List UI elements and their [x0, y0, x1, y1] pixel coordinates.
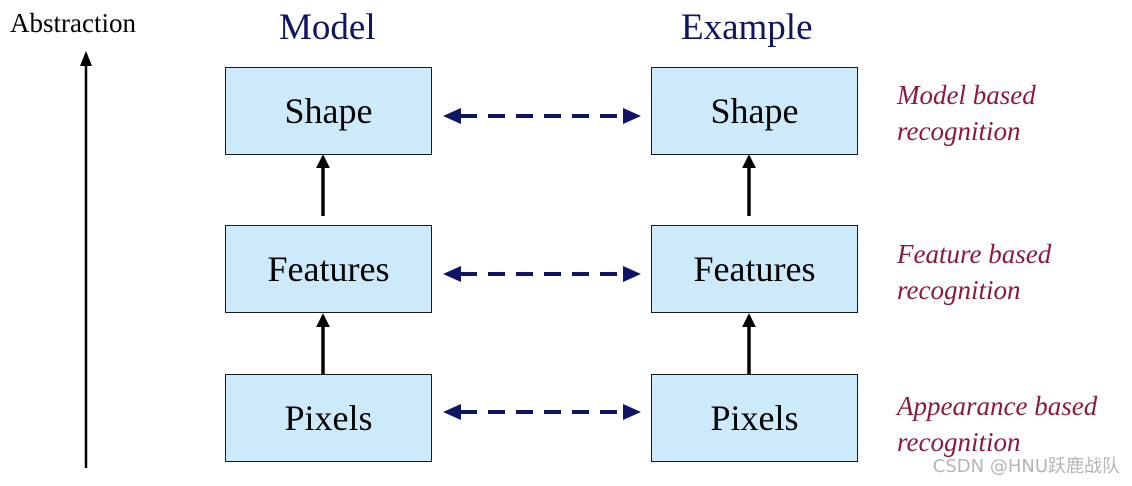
model-based-line2: recognition: [897, 116, 1021, 146]
example-pixels-box: Pixels: [651, 374, 858, 462]
model-column-heading: Model: [279, 7, 376, 48]
appearance-based-line1: Appearance based: [897, 391, 1098, 421]
feature-based-recognition-label: Feature based recognition: [897, 236, 1051, 308]
dashed-link-pixels: [443, 404, 641, 420]
model-pixels-box: Pixels: [225, 374, 432, 462]
example-shape-box: Shape: [651, 67, 858, 155]
abstraction-label: Abstraction: [10, 8, 136, 38]
feature-based-line1: Feature based: [897, 239, 1052, 269]
model-based-recognition-label: Model based recognition: [897, 77, 1036, 149]
feature-based-line2: recognition: [897, 275, 1021, 305]
example-column-heading: Example: [681, 7, 813, 48]
appearance-based-line2: recognition: [897, 427, 1021, 457]
model-features-box: Features: [225, 225, 432, 313]
model-shape-box: Shape: [225, 67, 432, 155]
dashed-link-shape: [443, 108, 641, 124]
dashed-link-features: [443, 266, 641, 282]
appearance-based-recognition-label: Appearance based recognition: [897, 388, 1097, 460]
csdn-watermark: CSDN @HNU跃鹿战队: [932, 456, 1120, 477]
model-based-line1: Model based: [897, 80, 1036, 110]
example-features-box: Features: [651, 225, 858, 313]
